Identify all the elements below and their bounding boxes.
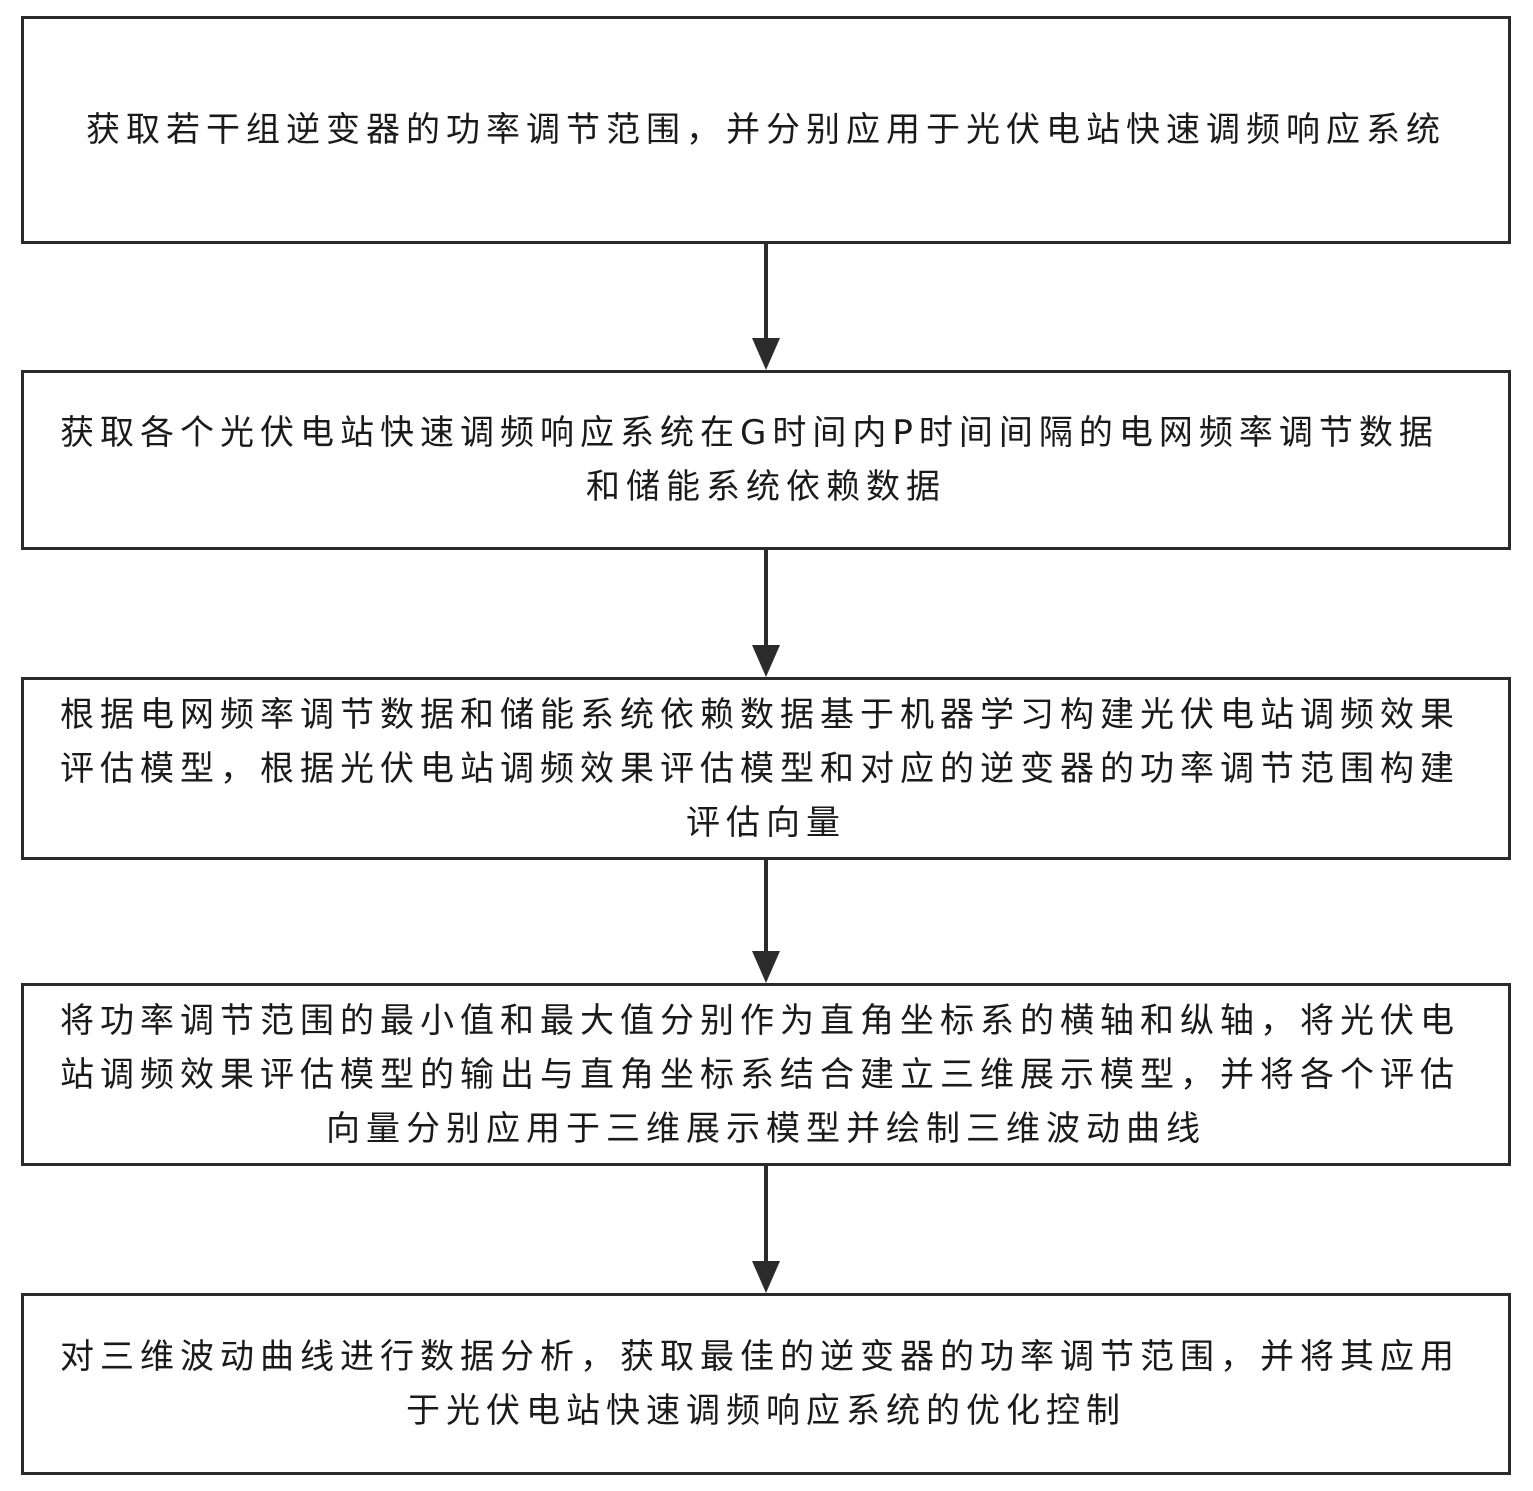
flowchart-step-5: 对三维波动曲线进行数据分析，获取最佳的逆变器的功率调节范围，并将其应用于光伏电站… [21, 1293, 1511, 1475]
down-arrow-icon [752, 1166, 780, 1293]
down-arrow-icon [752, 244, 780, 370]
arrow-step-1-to-2 [746, 244, 786, 370]
step-1-text: 获取若干组逆变器的功率调节范围，并分别应用于光伏电站快速调频响应系统 [86, 110, 1446, 150]
arrow-step-2-to-3 [746, 550, 786, 677]
step-5-text: 对三维波动曲线进行数据分析，获取最佳的逆变器的功率调节范围，并将其应用于光伏电站… [60, 1337, 1460, 1431]
flowchart-step-4: 将功率调节范围的最小值和最大值分别作为直角坐标系的横轴和纵轴，将光伏电站调频效果… [21, 983, 1511, 1166]
flowchart-step-3: 根据电网频率调节数据和储能系统依赖数据基于机器学习构建光伏电站调频效果评估模型，… [21, 677, 1511, 860]
arrow-step-3-to-4 [746, 860, 786, 983]
flowchart-step-2: 获取各个光伏电站快速调频响应系统在G时间内P时间间隔的电网频率调节数据和储能系统… [21, 370, 1511, 550]
arrow-step-4-to-5 [746, 1166, 786, 1293]
down-arrow-icon [752, 860, 780, 983]
flowchart-step-1: 获取若干组逆变器的功率调节范围，并分别应用于光伏电站快速调频响应系统 [21, 16, 1511, 244]
down-arrow-icon [752, 550, 780, 677]
step-2-text: 获取各个光伏电站快速调频响应系统在G时间内P时间间隔的电网频率调节数据和储能系统… [60, 413, 1439, 507]
step-3-text: 根据电网频率调节数据和储能系统依赖数据基于机器学习构建光伏电站调频效果评估模型，… [60, 694, 1460, 843]
step-4-text: 将功率调节范围的最小值和最大值分别作为直角坐标系的横轴和纵轴，将光伏电站调频效果… [60, 1000, 1460, 1149]
